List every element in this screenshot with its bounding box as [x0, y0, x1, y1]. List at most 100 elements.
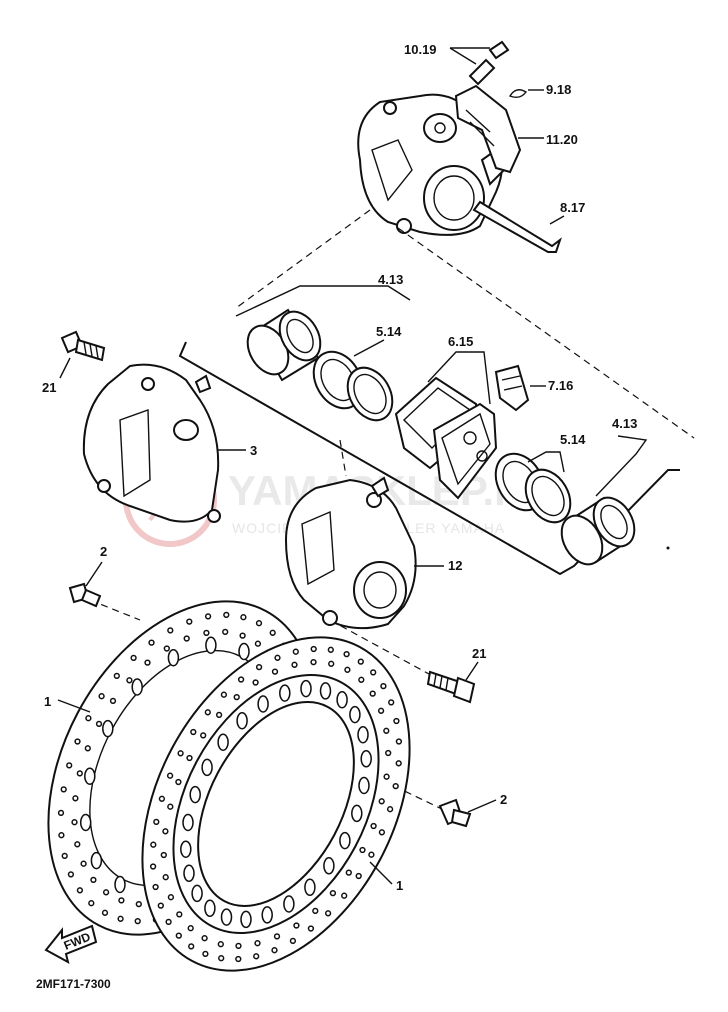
disc-hole	[175, 932, 182, 939]
disc-hole	[200, 732, 207, 739]
disc-hole	[101, 909, 109, 916]
disc-hole	[95, 720, 103, 728]
disc-hole	[257, 695, 269, 713]
disc-hole	[323, 857, 335, 875]
disc-hole	[67, 871, 75, 878]
disc-hole	[57, 809, 65, 817]
disc-hole	[235, 955, 242, 963]
disc-hole	[395, 738, 403, 745]
disc-hole	[378, 798, 385, 805]
disc-hole	[163, 645, 170, 652]
disc-hole	[261, 906, 273, 924]
bleed-screw	[468, 40, 510, 86]
disc-hole	[307, 925, 315, 932]
disc-hole	[357, 725, 369, 744]
label-21-left: 21	[42, 380, 56, 395]
disc-hole	[166, 772, 174, 779]
disc-hole	[74, 738, 81, 745]
disc-hole	[383, 773, 390, 780]
disc-hole	[385, 749, 392, 757]
disc-hole	[255, 620, 263, 627]
diagram-code: 2MF171-7300	[36, 977, 111, 991]
disc-hole	[167, 894, 175, 901]
disc-hole	[217, 941, 224, 948]
disc-hole	[204, 899, 216, 918]
disc-hole	[190, 728, 197, 736]
piston-right	[560, 496, 636, 566]
middle-caliper	[284, 476, 417, 630]
disc-hole	[84, 745, 91, 752]
disc-hole	[223, 611, 230, 619]
disc-hole	[191, 884, 203, 903]
disc-hole	[187, 925, 194, 932]
disc-hole	[167, 627, 174, 634]
disc-hole	[158, 795, 166, 802]
label-2-top: 2	[100, 544, 107, 559]
seal-right	[494, 452, 572, 524]
disc-hole	[368, 851, 375, 858]
disc-hole	[388, 699, 395, 706]
disc-hole	[240, 614, 247, 621]
disc-hole	[392, 782, 399, 790]
disc-hole	[76, 887, 84, 894]
disc-hole	[186, 754, 193, 762]
disc-hole	[102, 719, 114, 738]
disc-hole	[162, 874, 169, 881]
label-10-19: 10.19	[404, 42, 437, 57]
disc-hole	[339, 831, 351, 850]
label-1-left: 1	[44, 694, 51, 709]
left-caliper	[82, 363, 221, 523]
disc-hole	[360, 750, 372, 768]
disc-hole	[148, 639, 155, 646]
disc-hole	[380, 682, 387, 690]
disc-hole	[393, 717, 400, 725]
disc-hole	[102, 889, 110, 896]
disc-hole	[222, 628, 229, 636]
disc-hole	[74, 841, 81, 848]
stray-dot	[666, 546, 670, 550]
disc-hole	[358, 676, 365, 683]
piston-top	[246, 308, 322, 382]
disc-hole	[274, 654, 281, 661]
label-8-17: 8.17	[560, 200, 585, 215]
pad-pin	[472, 200, 562, 253]
disc-hole	[369, 690, 376, 697]
disc-hole	[183, 635, 190, 642]
disc-hole	[130, 654, 137, 662]
disc-hole	[183, 864, 195, 883]
disc-hole	[324, 910, 332, 917]
disc-hole	[98, 693, 105, 700]
disc-hole	[255, 663, 263, 671]
disc-hole	[291, 661, 298, 668]
disc-hole	[204, 613, 212, 620]
disc-hole	[58, 832, 65, 839]
disc-hole	[355, 872, 362, 880]
disc-hole	[304, 878, 316, 897]
label-12: 12	[448, 558, 462, 573]
disc-hole	[135, 900, 142, 908]
disc-hole	[300, 679, 312, 698]
disc-hole	[351, 804, 363, 823]
disc-hole	[343, 650, 350, 658]
disc-hole	[370, 669, 377, 676]
assembly-guide-lines	[89, 209, 695, 811]
disc-hole	[202, 950, 209, 958]
disc-hole	[134, 917, 141, 925]
disc-hole	[233, 693, 240, 701]
label-5-14-top: 5.14	[376, 324, 402, 339]
disc-hole	[117, 915, 124, 922]
disc-hole	[293, 922, 300, 929]
disc-hole	[205, 636, 217, 654]
disc-hole	[240, 910, 252, 929]
disc-hole	[153, 818, 160, 826]
disc-hole	[182, 813, 194, 832]
disc-hole	[383, 727, 390, 734]
disc-hole	[341, 892, 348, 899]
disc-hole	[66, 762, 73, 769]
bolt-2-right	[438, 798, 472, 828]
disc-hole	[271, 947, 278, 954]
disc-hole	[85, 715, 92, 722]
disc-hole	[359, 846, 366, 854]
disc-hole	[61, 852, 68, 860]
